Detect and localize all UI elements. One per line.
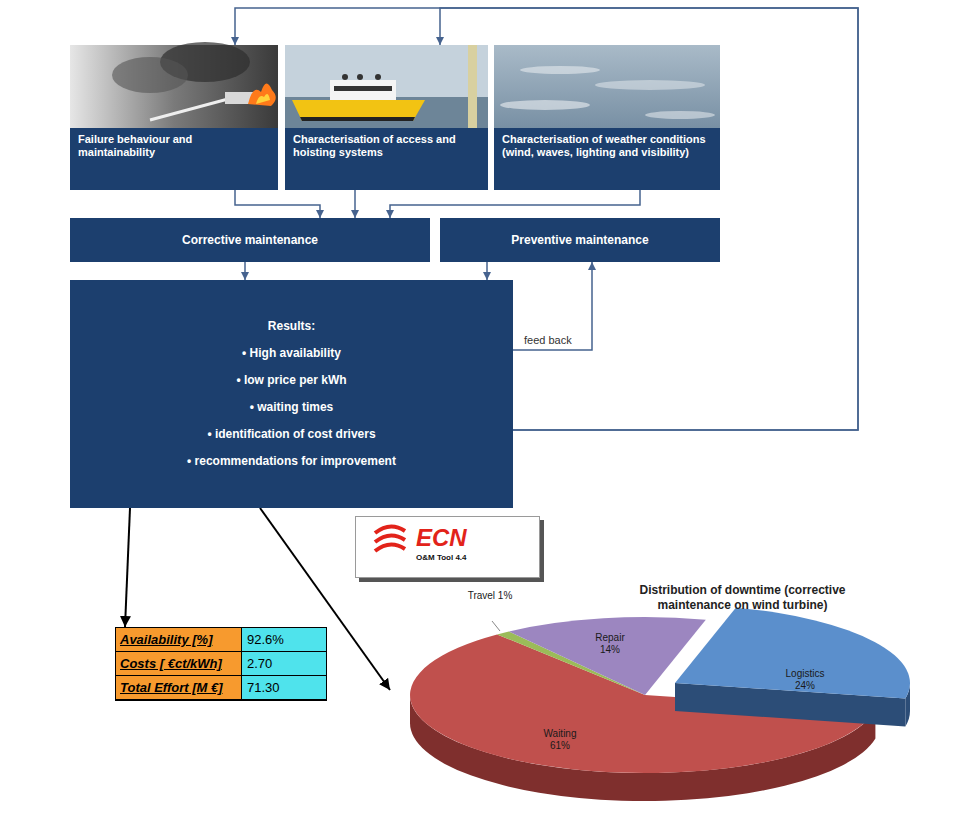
flow-arrow: [486, 262, 488, 280]
node-text: Preventive maintenance: [511, 233, 648, 247]
slice-label: Repair 14%: [585, 632, 635, 656]
flow-arrow: [354, 190, 356, 218]
node-text: 2.70: [242, 652, 326, 676]
slice-label: Waiting 61%: [535, 728, 585, 752]
pie-chart: [410, 608, 910, 801]
process-box: Preventive maintenance: [440, 218, 720, 262]
node-text: Characterisation of weather conditions (…: [502, 133, 712, 159]
node-text: Characterisation of access and hoisting …: [293, 133, 480, 159]
flow-arrow: [513, 262, 592, 350]
node-text: • low price per kWh: [236, 373, 346, 388]
process-box: Corrective maintenance: [70, 218, 430, 262]
slice-label: Travel 1%: [465, 590, 515, 602]
node-text: ECN: [416, 525, 533, 551]
node-text: Availability [%]: [116, 628, 242, 652]
node-text: 92.6%: [242, 628, 326, 652]
results-box: Results: • High availability • low price p…: [70, 280, 513, 508]
node-text: • identification of cost drivers: [207, 427, 375, 442]
node-text: Results:: [268, 319, 315, 334]
chart-title: Distribution of downtime (corrective mai…: [610, 583, 875, 613]
node-text: • recommendations for improvement: [187, 454, 396, 469]
flow-arrow: [235, 190, 320, 218]
input-box: Characterisation of weather conditions (…: [494, 45, 720, 190]
node-text: Total Effort [M €]: [116, 676, 242, 700]
flow-arrow: [390, 190, 640, 218]
node-text: • High availability: [242, 346, 341, 361]
node-text: Costs [ €ct/kWh]: [116, 652, 242, 676]
result-table: Availability [%]92.6%Costs [ €ct/kWh]2.7…: [115, 627, 327, 701]
edge-label: feed back: [522, 334, 574, 347]
node-text: Failure behaviour and maintainability: [78, 133, 270, 159]
input-box: Characterisation of access and hoisting …: [285, 45, 488, 190]
flow-arrow: [244, 262, 246, 280]
node-text: O&M Tool 4.4: [416, 553, 533, 563]
node-text: Corrective maintenance: [182, 233, 318, 247]
ecn-logo-mark: [372, 523, 408, 557]
node-text: • waiting times: [250, 400, 334, 415]
flow-arrow: [125, 508, 130, 627]
input-box: Failure behaviour and maintainability: [70, 45, 278, 190]
pie-chart-box: Distribution of downtime (corrective mai…: [390, 578, 970, 830]
node-text: 71.30: [242, 676, 326, 700]
slice-label: Logistics 24%: [775, 668, 835, 692]
